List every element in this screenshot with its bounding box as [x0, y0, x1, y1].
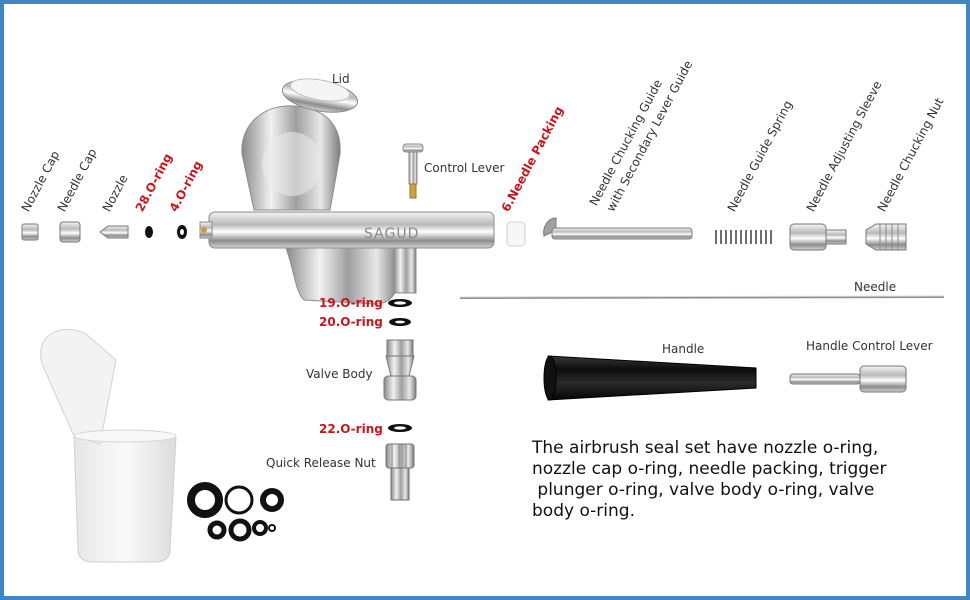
description-line: The airbrush seal set have nozzle o-ring… [532, 438, 879, 458]
control-lever-part [402, 143, 424, 199]
label-o-ring-20: 20.O-ring [319, 315, 383, 329]
nozzle-cap-part [21, 223, 39, 241]
o-ring-19-part [388, 299, 412, 307]
label-valve-body: Valve Body [306, 367, 373, 381]
valve-body-part [383, 339, 417, 401]
needle-adjusting-sleeve-part [789, 223, 847, 251]
description-line: nozzle cap o-ring, needle packing, trigg… [532, 459, 887, 479]
description-line: plunger o-ring, valve body o-ring, valve [532, 480, 875, 500]
label-o-ring-22: 22.O-ring [319, 422, 383, 436]
o-ring-set [187, 482, 284, 542]
needle-cap-part [59, 221, 81, 243]
handle-control-lever-part [789, 365, 907, 393]
quick-release-nut-part [385, 443, 415, 501]
airbrush-body [199, 105, 495, 305]
handle-part [543, 355, 757, 401]
brand-logo-text: SAGUD [364, 226, 420, 242]
parts-illustration [21, 78, 945, 563]
o-ring-28-part [145, 226, 153, 238]
label-quick-release-nut: Quick Release Nut [266, 456, 376, 470]
label-handle: Handle [662, 342, 705, 356]
o-ring-22-part [388, 424, 412, 432]
needle-part [459, 295, 945, 299]
o-ring-20-part [389, 318, 411, 326]
seal-set-description: The airbrush seal set have nozzle o-ring… [532, 438, 942, 522]
needle-packing-part [506, 221, 526, 247]
needle-guide-spring-part [715, 230, 772, 244]
label-handle-control-lever: Handle Control Lever [806, 339, 933, 353]
lid-part [281, 78, 359, 113]
needle-chucking-nut-part [865, 223, 907, 251]
description-line: body o-ring. [532, 501, 635, 521]
nozzle-part [99, 225, 129, 239]
label-lid: Lid [332, 72, 350, 86]
label-o-ring-19: 19.O-ring [319, 296, 383, 310]
plastic-container [40, 329, 177, 563]
needle-chucking-guide-part [543, 217, 693, 240]
o-ring-4-part [177, 225, 187, 239]
label-needle: Needle [854, 280, 897, 294]
label-control-lever: Control Lever [424, 161, 505, 175]
